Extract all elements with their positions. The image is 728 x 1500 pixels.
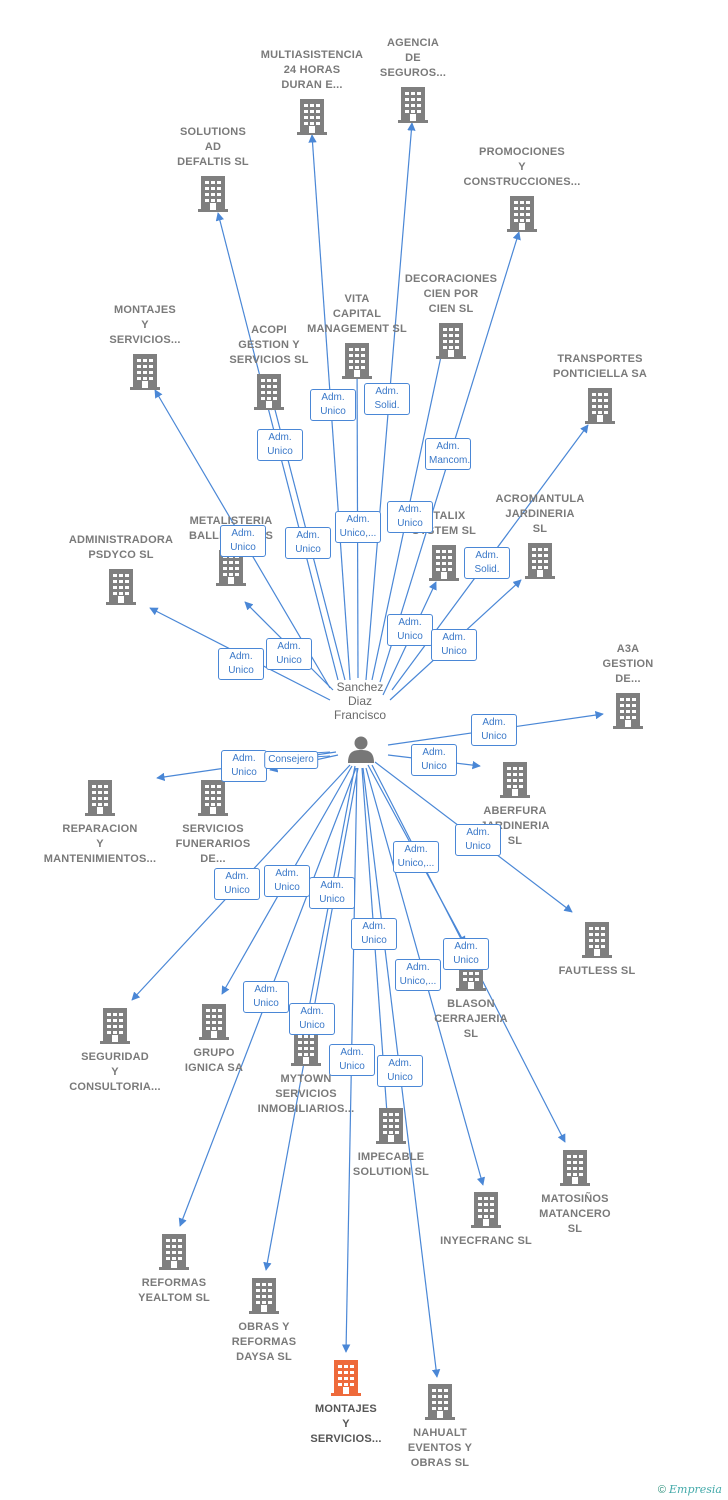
building-icon [560, 1150, 590, 1191]
person-name: Sanchez Diaz Francisco [333, 680, 386, 722]
role-badge[interactable]: Adm. Unico [455, 824, 501, 856]
company-label: AGENCIA DE SEGUROS... [379, 37, 447, 79]
brand-logo: Empresia [669, 1483, 722, 1496]
role-badge[interactable]: Adm. Unico,... [335, 511, 381, 543]
company-label: SERVICIOS FUNERARIOS DE... [175, 823, 251, 865]
role-badge[interactable]: Adm. Solid. [464, 547, 510, 579]
company-label: IMPECABLE SOLUTION SL [352, 1151, 430, 1178]
building-icon [376, 1108, 406, 1149]
building-icon [249, 1278, 279, 1319]
building-icon [613, 693, 643, 734]
company-label: SEGURIDAD Y CONSULTORIA... [69, 1051, 161, 1093]
building-icon [429, 545, 459, 586]
building-icon [85, 780, 115, 821]
role-badge[interactable]: Adm. Unico [285, 527, 331, 559]
building-icon [585, 388, 615, 429]
company-label: ACROMANTULA JARDINERIA SL [495, 493, 585, 535]
role-badge[interactable]: Consejero [264, 751, 318, 769]
role-badge[interactable]: Adm. Unico [329, 1044, 375, 1076]
company-label: VITALIX SYSTEM SL [411, 510, 477, 537]
company-label: PROMOCIONES Y CONSTRUCCIONES... [463, 146, 581, 188]
company-label: MULTIASISTENCIA 24 HORAS DURAN E... [260, 49, 364, 91]
company-label: GRUPO IGNICA SA [184, 1047, 244, 1074]
building-icon [254, 374, 284, 415]
building-icon [331, 1360, 361, 1401]
footer-brand: © Empresia [658, 1483, 722, 1496]
company-label: VITA CAPITAL MANAGEMENT SL [307, 293, 407, 335]
building-icon [106, 569, 136, 610]
building-icon [436, 323, 466, 364]
role-badge[interactable]: Adm. Unico [221, 750, 267, 782]
building-icon [582, 922, 612, 963]
company-label: REPARACION Y MANTENIMIENTOS... [43, 823, 157, 865]
company-label: DECORACIONES CIEN POR CIEN SL [404, 273, 498, 315]
company-label: ADMINISTRADORA PSDYCO SL [68, 534, 174, 561]
company-label: MYTOWN SERVICIOS INMOBILIARIOS... [257, 1073, 355, 1115]
role-badge[interactable]: Adm. Unico [214, 868, 260, 900]
role-badge[interactable]: Adm. Unico [257, 429, 303, 461]
role-badge[interactable]: Adm. Unico [377, 1055, 423, 1087]
building-icon [500, 762, 530, 803]
building-icon [198, 780, 228, 821]
building-icon [425, 1384, 455, 1425]
role-badge[interactable]: Adm. Unico [351, 918, 397, 950]
role-badge[interactable]: Adm. Unico [411, 744, 457, 776]
person-node[interactable]: Sanchez Diaz Francisco [300, 680, 420, 763]
role-badge[interactable]: Adm. Unico [220, 525, 266, 557]
building-icon [159, 1234, 189, 1275]
company-label: FAUTLESS SL [558, 965, 636, 977]
building-icon [507, 196, 537, 237]
building-icon [291, 1030, 321, 1071]
building-icon [471, 1192, 501, 1233]
building-icon [100, 1008, 130, 1049]
company-label: OBRAS Y REFORMAS DAYSA SL [231, 1321, 297, 1363]
company-label: SOLUTIONS AD DEFALTIS SL [177, 126, 249, 168]
role-badge[interactable]: Adm. Unico [310, 389, 356, 421]
role-badge[interactable]: Adm. Unico [266, 638, 312, 670]
company-label: INYECFRANC SL [440, 1235, 532, 1247]
building-icon [525, 543, 555, 584]
role-badge[interactable]: Adm. Unico [443, 938, 489, 970]
role-badge[interactable]: Adm. Unico,... [395, 959, 441, 991]
role-badge[interactable]: Adm. Unico [243, 981, 289, 1013]
building-icon [342, 343, 372, 384]
role-badge[interactable]: Adm. Unico [309, 877, 355, 909]
role-badge[interactable]: Adm. Unico [387, 614, 433, 646]
building-icon [198, 176, 228, 217]
building-icon [130, 354, 160, 395]
role-badge[interactable]: Adm. Solid. [364, 383, 410, 415]
role-badge[interactable]: Adm. Unico [431, 629, 477, 661]
copyright-symbol: © [657, 1484, 666, 1496]
company-label: ACOPI GESTION Y SERVICIOS SL [229, 324, 309, 366]
building-icon [297, 99, 327, 140]
company-label: NAHUALT EVENTOS Y OBRAS SL [407, 1427, 473, 1469]
company-label: BLASON CERRAJERIA SL [434, 998, 508, 1040]
company-label: MONTAJES Y SERVICIOS... [109, 304, 181, 346]
role-badge[interactable]: Adm. Unico [264, 865, 310, 897]
company-label: A3A GESTION DE... [602, 643, 654, 685]
role-badge[interactable]: Adm. Mancom. [425, 438, 471, 470]
role-badge[interactable]: Adm. Unico,... [393, 841, 439, 873]
company-label: TRANSPORTES PONTICIELLA SA [552, 353, 648, 380]
role-badge[interactable]: Adm. Unico [387, 501, 433, 533]
role-badge[interactable]: Adm. Unico [471, 714, 517, 746]
role-badge[interactable]: Adm. Unico [218, 648, 264, 680]
company-label: MATOSIÑOS MATANCERO SL [539, 1193, 611, 1235]
building-icon [199, 1004, 229, 1045]
company-label: REFORMAS YEALTOM SL [138, 1277, 210, 1304]
building-icon [398, 87, 428, 128]
role-badge[interactable]: Adm. Unico [289, 1003, 335, 1035]
person-icon [348, 736, 374, 763]
company-label: MONTAJES Y SERVICIOS... [310, 1403, 382, 1445]
